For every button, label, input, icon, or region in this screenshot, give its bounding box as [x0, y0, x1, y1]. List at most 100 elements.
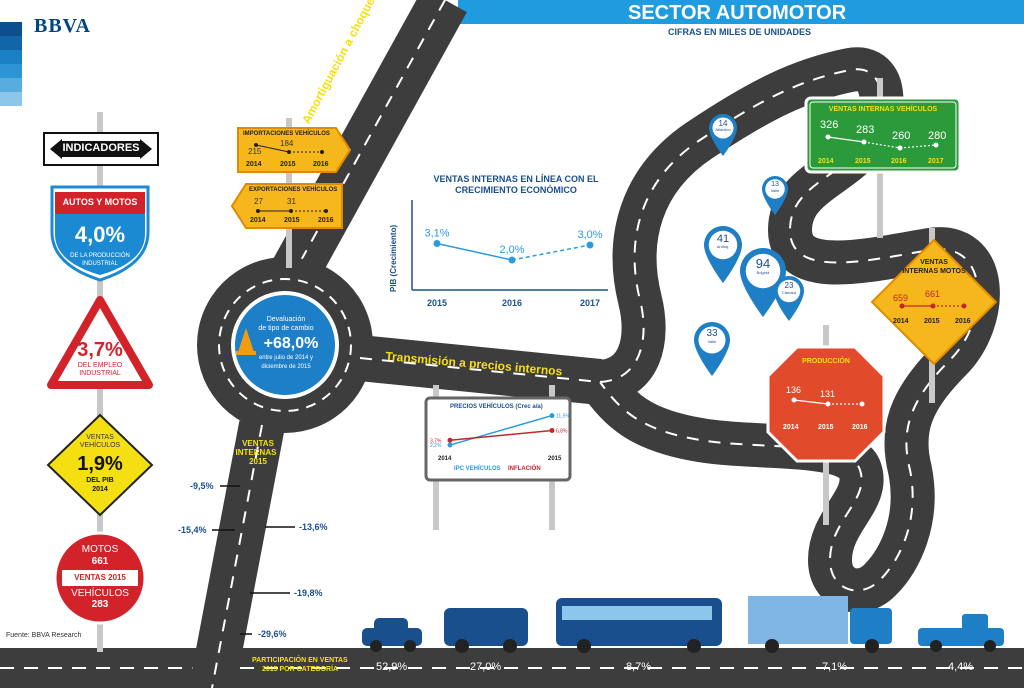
- produccion-y2014: 2014: [783, 424, 799, 431]
- produccion-v2015: 131: [820, 389, 836, 399]
- lane-change-right-2: -19,8%: [294, 588, 323, 598]
- bbva-logo: BBVA: [34, 15, 91, 37]
- map-pin-label: Valle: [770, 188, 780, 193]
- importaciones-year-2014: 2014: [246, 161, 262, 168]
- precios-legend-ipc: IPC VEHÍCULOS: [454, 466, 501, 472]
- car-small-icon: [362, 618, 422, 652]
- lane-change-right-3: -29,6%: [258, 629, 287, 639]
- autos-motos-note-2: INDUSTRIAL: [82, 261, 118, 267]
- lane-change-right-1: -13,6%: [299, 522, 328, 532]
- page-title: SECTOR AUTOMOTOR: [628, 2, 847, 24]
- exportaciones-title: EXPORTACIONES VEHÍCULOS: [249, 187, 338, 193]
- ventas-internas-road-2: INTERNAS: [235, 448, 277, 457]
- empleo-note-2: INDUSTRIAL: [79, 370, 121, 377]
- roundabout-line4: diciembre de 2015: [261, 364, 311, 370]
- pickup-icon: [918, 614, 1004, 652]
- lane-change-left-2: -15,4%: [178, 525, 207, 535]
- exportaciones-year-2015: 2015: [284, 217, 300, 224]
- participacion-pickup: 4,4%: [948, 661, 974, 673]
- map-pin-value: 41: [716, 232, 730, 245]
- produccion-y2016: 2016: [852, 424, 868, 431]
- importaciones-year-2015: 2015: [280, 161, 296, 168]
- location-pin-icon: [762, 176, 788, 215]
- importaciones-title: IMPORTACIONES VEHÍCULOS: [243, 131, 330, 137]
- ventas-pib-note-1: DEL PIB: [86, 477, 114, 484]
- map-pin-value: 13: [771, 181, 779, 189]
- motos-value: 661: [91, 556, 109, 567]
- roundabout-line1: Devaluación: [266, 316, 306, 323]
- empleo-value: 3,7%: [77, 339, 123, 361]
- produccion-v2014: 136: [786, 385, 802, 395]
- importaciones-value-2015: 184: [280, 139, 294, 148]
- roundabout-line2: de tipo de cambio: [258, 325, 314, 332]
- page-subtitle: CIFRAS EN MILES DE UNIDADES: [668, 27, 812, 37]
- header-band: [458, 0, 1024, 24]
- ventas-motos-v2015: 661: [925, 289, 941, 299]
- truck-icon: [748, 596, 892, 653]
- ventas-vehiculos-v2014: 326: [820, 119, 839, 131]
- autos-motos-value: 4,0%: [74, 222, 126, 247]
- ventas-motos-y2015: 2015: [924, 318, 940, 325]
- location-pin-icon: [694, 322, 730, 376]
- map-pin-label: Bogotá: [756, 270, 770, 275]
- lane-change-left-1: -9,5%: [190, 481, 214, 491]
- vehiculos-label: VEHÍCULOS: [71, 588, 129, 599]
- participacion-auto: 52,9%: [376, 661, 408, 673]
- roundabout-value: +68,0%: [263, 335, 319, 352]
- exportaciones-value-2015: 31: [287, 197, 296, 206]
- vehiculos-value: 283: [91, 599, 109, 610]
- ventas-vehiculos-y2017: 2017: [928, 158, 944, 165]
- bus-icon: [556, 598, 722, 653]
- importaciones-value-2014: 215: [248, 147, 262, 156]
- precios-year-2014: 2014: [438, 456, 452, 462]
- indicadores-sign-label: INDICADORES: [62, 142, 140, 154]
- autos-motos-note-1: DE LA PRODUCCIÓN: [70, 253, 130, 259]
- ventas-vehiculos-y2015: 2015: [855, 158, 871, 165]
- location-pin-icon: [709, 114, 737, 156]
- ventas-vehiculos-v2016: 260: [892, 130, 911, 142]
- autos-motos-label: AUTOS Y MOTOS: [62, 197, 138, 207]
- exportaciones-value-2014: 27: [254, 197, 263, 206]
- source-note: Fuente: BBVA Research: [6, 632, 82, 639]
- participacion-bus: 8,7%: [626, 661, 652, 673]
- ventas-motos-y2014: 2014: [893, 318, 909, 325]
- ventas-vehiculos-title: VENTAS INTERNAS VEHÍCULOS: [828, 106, 938, 113]
- map-pin-label: Cámara: [781, 290, 797, 295]
- van-icon: [444, 608, 528, 653]
- map-pin-value: 14: [718, 118, 728, 128]
- ventas-vehiculos-v2015: 283: [856, 124, 875, 136]
- ventas-2015-label: VENTAS 2015: [74, 573, 126, 582]
- roundabout-center: [231, 291, 339, 399]
- participacion-truck: 7,1%: [822, 661, 848, 673]
- map-pin-label: Antioq.: [716, 244, 730, 249]
- ventas-motos-title-1: VENTAS: [920, 259, 948, 266]
- location-pin-icon: [774, 276, 804, 321]
- map-pin-label: Atlántico: [715, 127, 731, 132]
- location-pin-icon: [704, 226, 742, 283]
- ventas-internas-road-3: 2015: [249, 457, 267, 466]
- participacion-title-1: PARTICIPACIÓN EN VENTAS: [252, 657, 348, 664]
- produccion-title: PRODUCCIÓN: [802, 358, 850, 365]
- importaciones-year-2016: 2016: [313, 161, 329, 168]
- pib-chart-ylabel: PIB (Crecimiento): [389, 224, 398, 292]
- ventas-vehiculos-v2017: 280: [928, 130, 947, 142]
- participacion-van: 27,0%: [470, 661, 502, 673]
- ventas-pib-value: 1,9%: [77, 453, 123, 475]
- precios-title: PRECIOS VEHÍCULOS (Crec a/a): [450, 404, 543, 410]
- map-pin-value: 23: [784, 281, 794, 290]
- ventas-motos-v2014: 659: [893, 293, 909, 303]
- ventas-vehiculos-y2016: 2016: [891, 158, 907, 165]
- ventas-pib-label-1: VENTAS: [86, 434, 114, 441]
- roundabout-line3: entre julio de 2014 y: [258, 355, 314, 361]
- ventas-internas-road-1: VENTAS: [242, 439, 274, 448]
- ventas-motos-y2016: 2016: [955, 318, 971, 325]
- empleo-note-1: DEL EMPLEO: [77, 362, 123, 369]
- location-pin-icon: [740, 248, 786, 317]
